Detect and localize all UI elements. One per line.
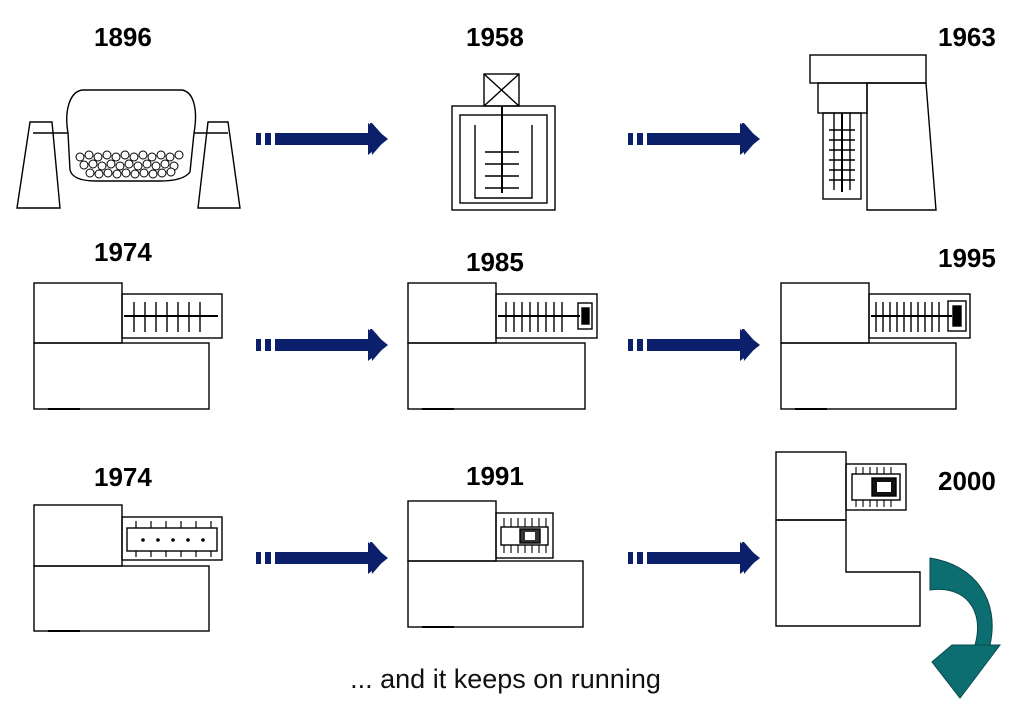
caption-text: ... and it keeps on running xyxy=(350,664,661,694)
progress-arrow-icon xyxy=(628,123,760,155)
progress-arrow-icon xyxy=(628,542,760,574)
machine-2000-drawing xyxy=(775,451,921,627)
curved-continue-arrow-icon xyxy=(929,557,1002,699)
year-label-1974-b: 1974 xyxy=(94,462,152,492)
progress-arrow-icon xyxy=(256,329,388,361)
year-label-2000: 2000 xyxy=(938,466,996,496)
progress-arrow-icon xyxy=(628,329,760,361)
year-label-1991: 1991 xyxy=(466,461,524,491)
year-label-1974-a: 1974 xyxy=(94,237,152,267)
year-label-1963: 1963 xyxy=(938,22,996,52)
extruder-1985-drawing xyxy=(407,282,598,410)
year-label-1995: 1995 xyxy=(938,243,996,273)
year-label-1985: 1985 xyxy=(466,247,524,277)
mixer-1958-drawing xyxy=(451,73,556,211)
extruder-1995-drawing xyxy=(780,282,971,410)
year-label-1958: 1958 xyxy=(466,22,524,52)
extruder-1991-drawing xyxy=(407,500,584,628)
vertical-mixer-1963-drawing xyxy=(809,54,937,211)
ball-mill-1896-drawing xyxy=(16,89,241,209)
extruder-1974-drawing xyxy=(33,282,223,410)
progress-arrow-icon xyxy=(256,123,388,155)
progress-arrow-icon xyxy=(256,542,388,574)
extruder-1974-pins-drawing xyxy=(33,504,223,632)
year-label-1896: 1896 xyxy=(94,22,152,52)
